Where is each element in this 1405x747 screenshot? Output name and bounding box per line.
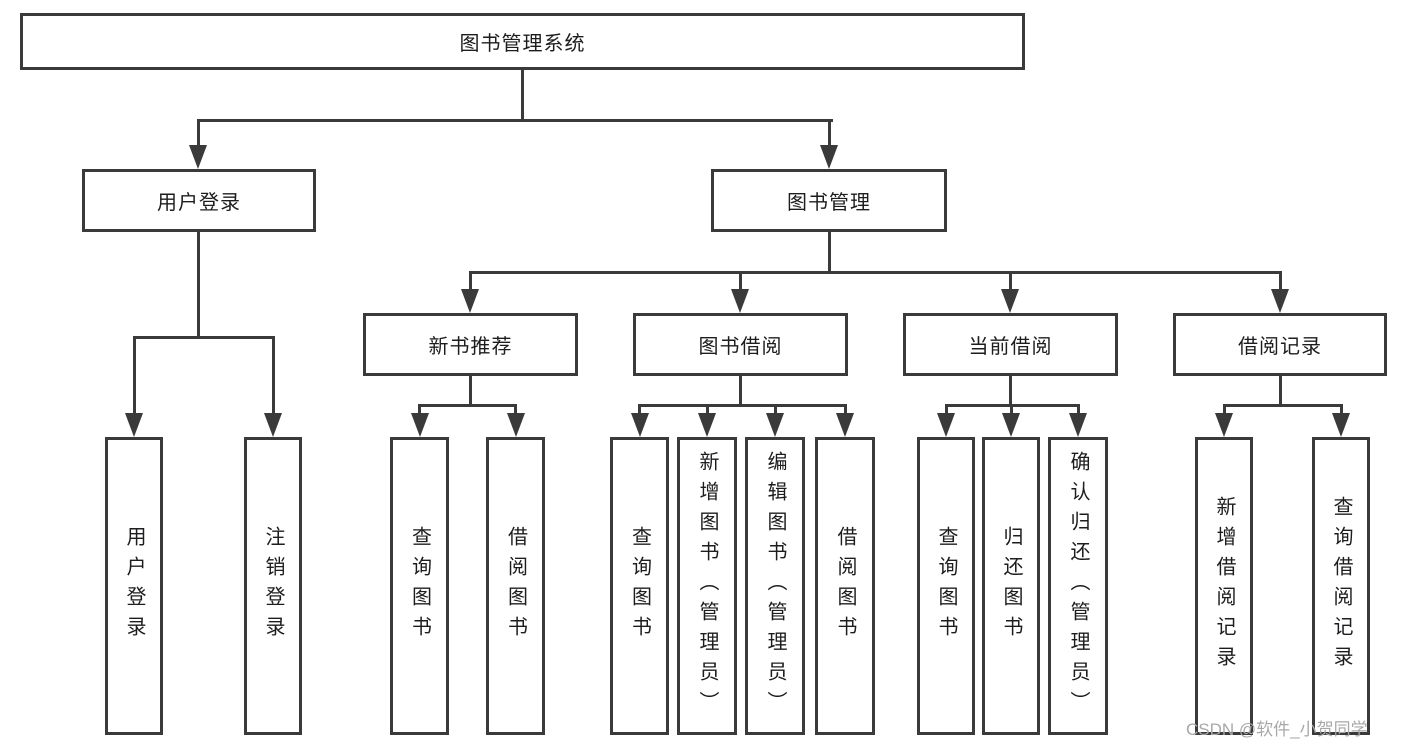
node-new-book-recommend-label: 新书推荐 [428, 336, 513, 358]
watermark: CSDN @软件_小贺同学 [1186, 720, 1368, 739]
arrow-down-icon [1001, 289, 1019, 313]
node-root-label: 图书管理系统 [459, 33, 586, 55]
leaf-borrowing-add-books-admin: 新增图书（管理员） [677, 437, 737, 735]
node-book-management: 图书管理 [711, 169, 947, 232]
leaf-logout-label: 注销登录 [262, 526, 284, 646]
connector-line [1009, 375, 1012, 407]
node-new-book-recommend: 新书推荐 [363, 313, 578, 376]
connector-line [469, 375, 472, 407]
leaf-current-return-books-label: 归还图书 [1000, 526, 1022, 646]
node-borrowing-records-label: 借阅记录 [1238, 336, 1322, 358]
node-current-borrowing-label: 当前借阅 [968, 336, 1053, 358]
connector-line [468, 271, 1282, 274]
arrow-down-icon [506, 413, 525, 437]
leaf-current-confirm-return-admin-label: 确认归还（管理员） [1067, 451, 1089, 721]
leaf-borrowing-borrow-books-label: 借阅图书 [834, 526, 856, 646]
leaf-newrec-borrow-books: 借阅图书 [486, 437, 545, 735]
connector-line [827, 119, 831, 147]
arrow-down-icon [1215, 413, 1233, 437]
arrow-down-icon [698, 413, 716, 437]
connector-line [418, 404, 421, 415]
leaf-borrowing-edit-books-admin: 编辑图书（管理员） [745, 437, 805, 735]
arrow-down-icon [836, 413, 854, 437]
node-book-borrowing-label: 图书借阅 [698, 336, 783, 358]
connector-line [638, 404, 641, 415]
connector-line [514, 404, 517, 415]
leaf-records-add-record: 新增借阅记录 [1195, 437, 1253, 735]
leaf-borrowing-query-books: 查询图书 [610, 437, 669, 735]
arrow-down-icon [1002, 413, 1020, 437]
leaf-borrowing-query-books-label: 查询图书 [628, 526, 651, 646]
arrow-down-icon [461, 289, 479, 313]
connector-line [638, 404, 847, 407]
connector-line [944, 404, 948, 415]
arrow-down-icon [1332, 413, 1350, 437]
leaf-current-query-books-label: 查询图书 [935, 526, 957, 646]
connector-line [773, 404, 777, 415]
leaf-newrec-query-books-label: 查询图书 [408, 526, 431, 646]
connector-line [468, 271, 472, 291]
leaf-logout: 注销登录 [244, 437, 302, 735]
connector-line [196, 231, 200, 339]
leaf-newrec-borrow-books-label: 借阅图书 [504, 526, 527, 646]
node-user-login: 用户登录 [82, 169, 316, 232]
connector-line [1009, 404, 1013, 415]
connector-line [843, 404, 847, 415]
leaf-borrowing-edit-books-admin-label: 编辑图书（管理员） [764, 451, 786, 721]
connector-line [738, 271, 742, 291]
arrow-down-icon [731, 289, 749, 313]
node-borrowing-records: 借阅记录 [1173, 313, 1387, 376]
leaf-records-query-record-label: 查询借阅记录 [1330, 496, 1352, 676]
leaf-current-query-books: 查询图书 [917, 437, 975, 735]
arrow-down-icon [1069, 413, 1087, 437]
connector-line [739, 375, 742, 407]
connector-line [271, 336, 275, 415]
leaf-user-login-label: 用户登录 [123, 526, 145, 646]
connector-line [418, 404, 517, 407]
node-root: 图书管理系统 [20, 13, 1025, 70]
leaf-borrowing-add-books-admin-label: 新增图书（管理员） [696, 451, 718, 721]
connector-line [1339, 404, 1343, 415]
arrow-down-icon [410, 413, 429, 437]
leaf-user-login: 用户登录 [105, 437, 163, 735]
connector-line [705, 404, 709, 415]
leaf-borrowing-borrow-books: 借阅图书 [815, 437, 875, 735]
leaf-records-query-record: 查询借阅记录 [1312, 437, 1370, 735]
leaf-newrec-query-books: 查询图书 [390, 437, 449, 735]
connector-line [1222, 404, 1226, 415]
arrow-down-icon [189, 145, 207, 169]
arrow-down-icon [125, 413, 143, 437]
leaf-records-add-record-label: 新增借阅记录 [1213, 496, 1235, 676]
arrow-down-icon [820, 145, 838, 169]
leaf-current-return-books: 归还图书 [982, 437, 1040, 735]
connector-line [1076, 404, 1080, 415]
connector-line [196, 119, 833, 122]
connector-line [1008, 271, 1012, 291]
connector-line [520, 68, 524, 121]
leaf-current-confirm-return-admin: 确认归还（管理员） [1048, 437, 1108, 735]
connector-line [1278, 271, 1282, 291]
connector-line [1278, 375, 1282, 407]
connector-line [196, 119, 200, 147]
arrow-down-icon [630, 413, 649, 437]
connector-line [132, 336, 136, 415]
connector-line [1222, 404, 1343, 407]
arrow-down-icon [766, 413, 784, 437]
connector-line [132, 336, 275, 339]
node-current-borrowing: 当前借阅 [903, 313, 1118, 376]
node-user-login-label: 用户登录 [157, 192, 241, 214]
node-book-borrowing: 图书借阅 [633, 313, 848, 376]
node-book-management-label: 图书管理 [787, 192, 871, 214]
arrow-down-icon [1271, 289, 1289, 313]
connector-line [827, 231, 831, 273]
arrow-down-icon [264, 413, 282, 437]
arrow-down-icon [937, 413, 955, 437]
